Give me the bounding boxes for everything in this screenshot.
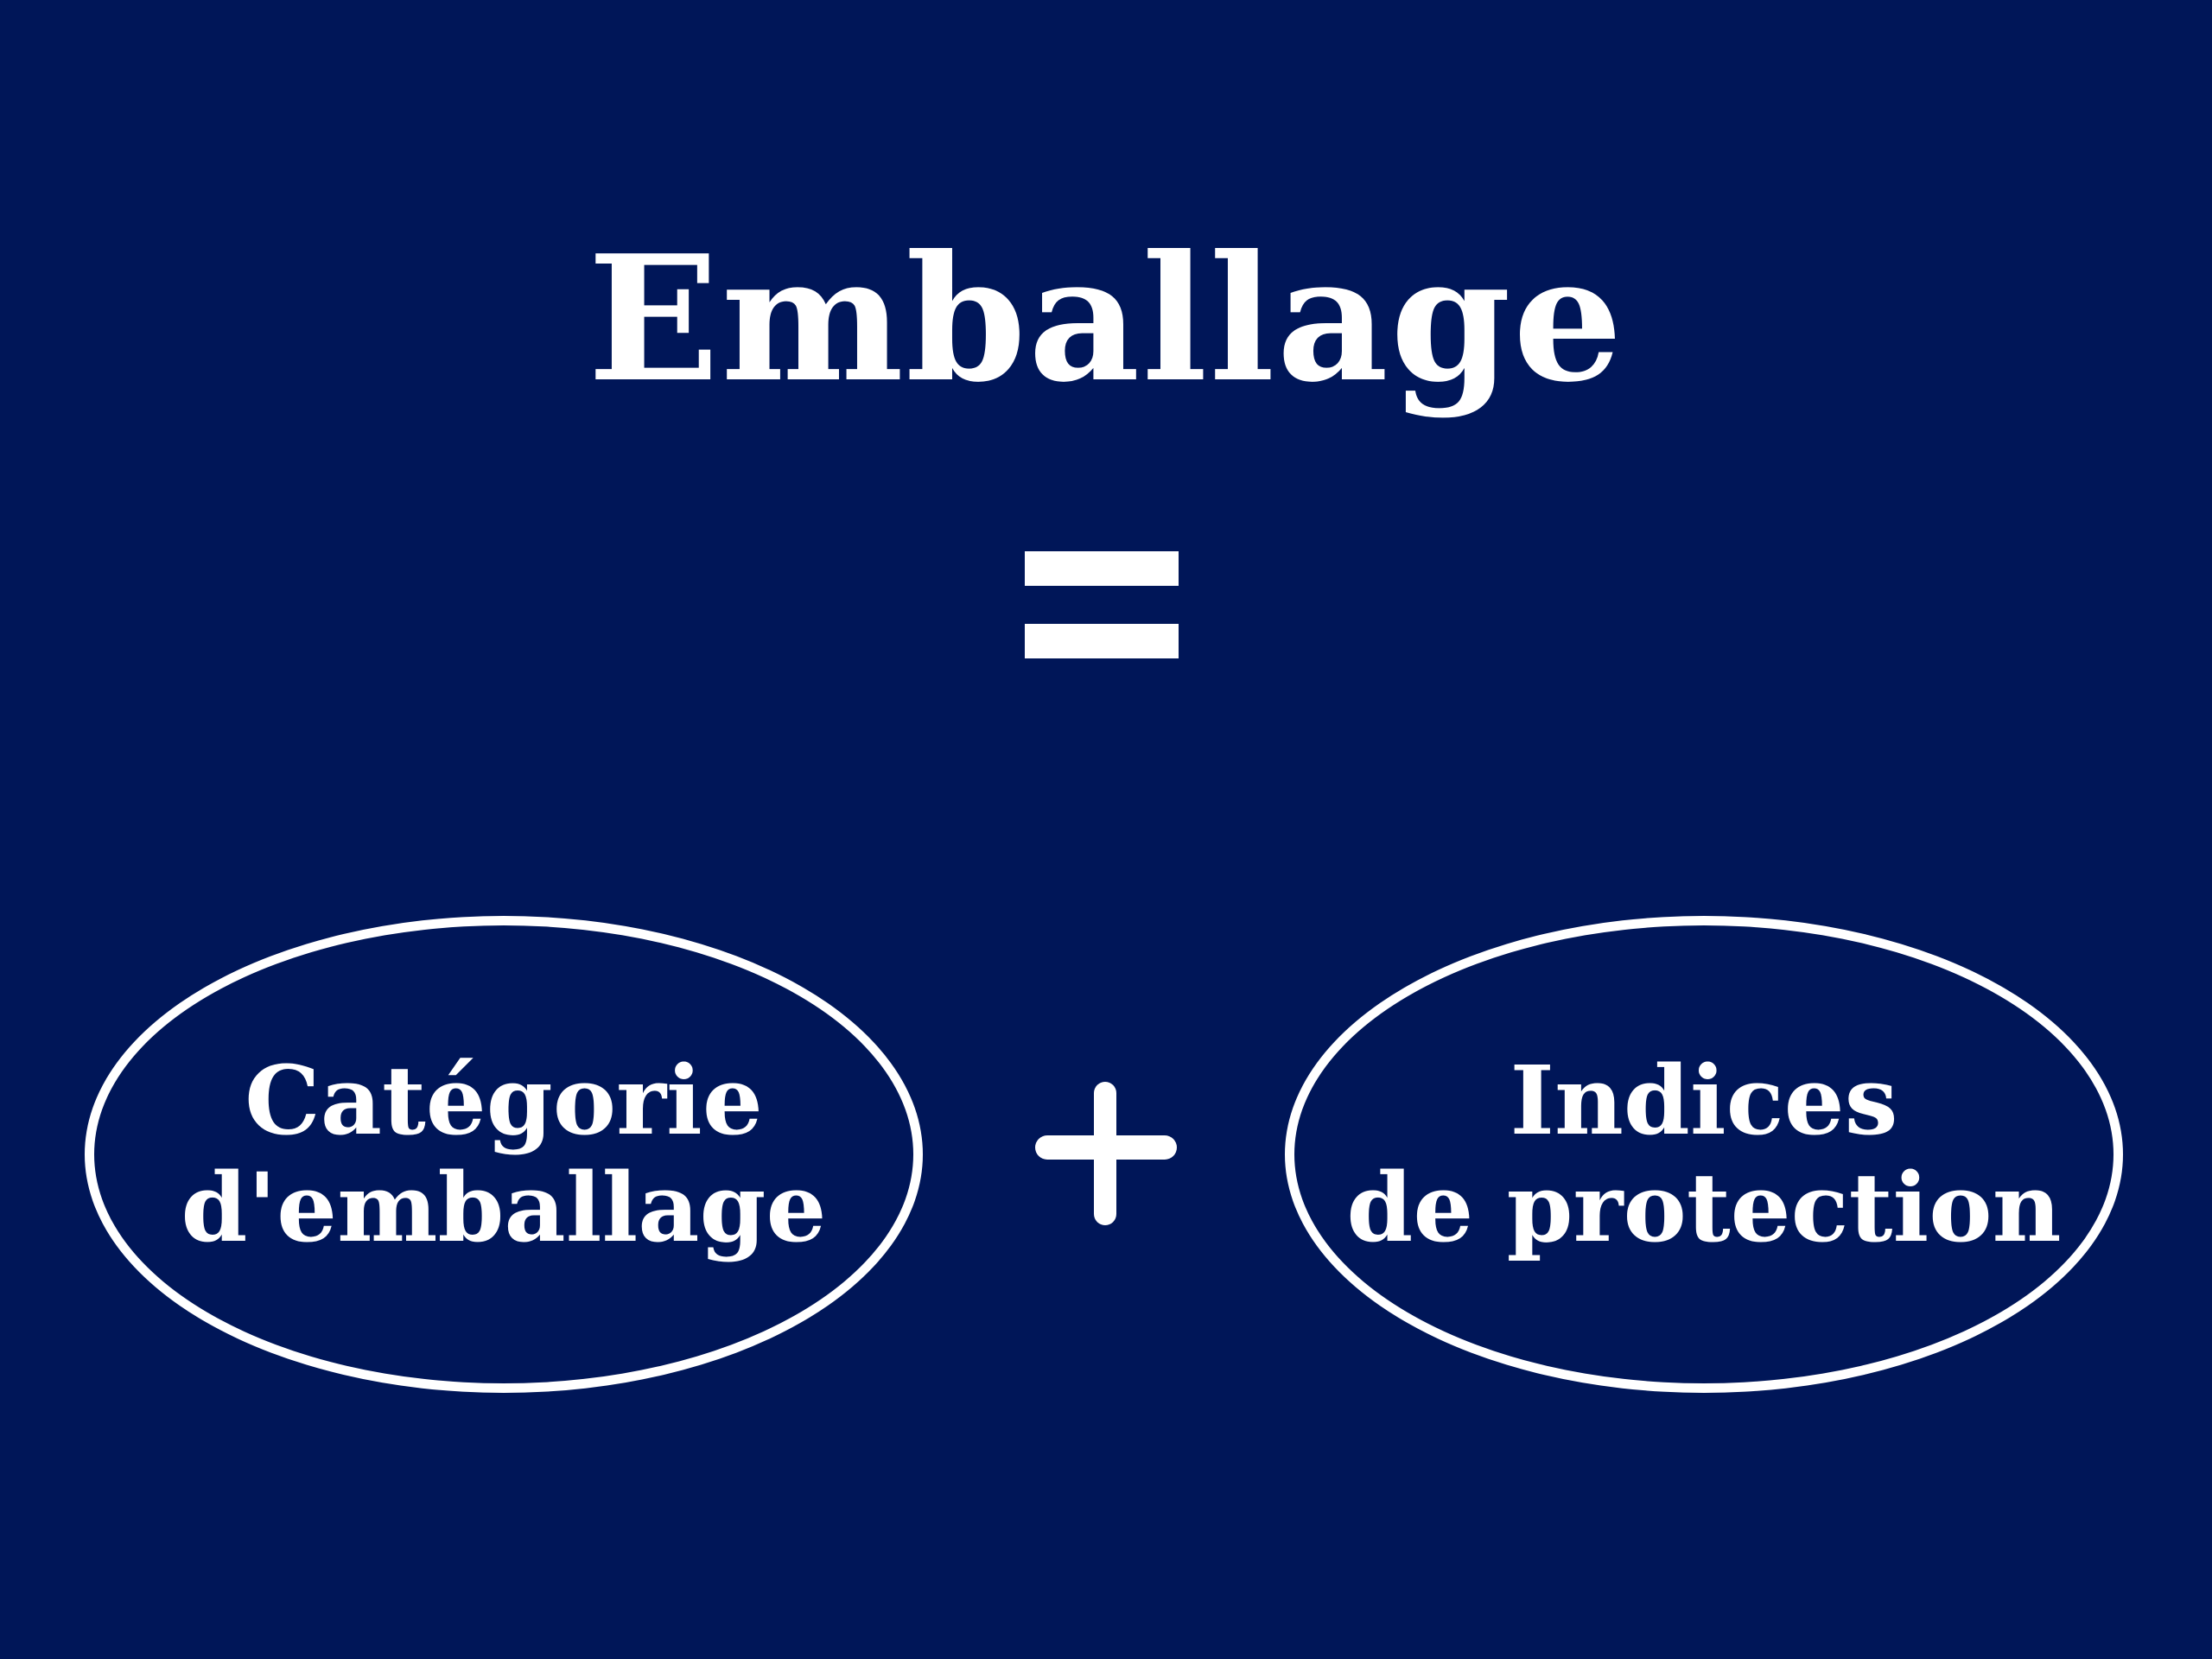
node-label-line2: d'emballage: [181, 1152, 827, 1263]
node-label-line1: Indices: [1510, 1045, 1898, 1156]
node-label-line2: de protection: [1346, 1152, 2062, 1263]
equals-sign: [1025, 551, 1179, 658]
equals-bar-bottom: [1025, 624, 1179, 658]
node-categorie-emballage: Catégorie d'emballage: [85, 916, 923, 1393]
plus-sign: [1035, 1082, 1177, 1225]
equals-bar-top: [1025, 551, 1179, 586]
node-indices-protection: Indices de protection: [1285, 916, 2123, 1393]
node-label-line1: Catégorie: [245, 1045, 763, 1156]
plus-bar-vertical: [1094, 1082, 1116, 1225]
diagram-title: Emballage: [587, 218, 1625, 421]
